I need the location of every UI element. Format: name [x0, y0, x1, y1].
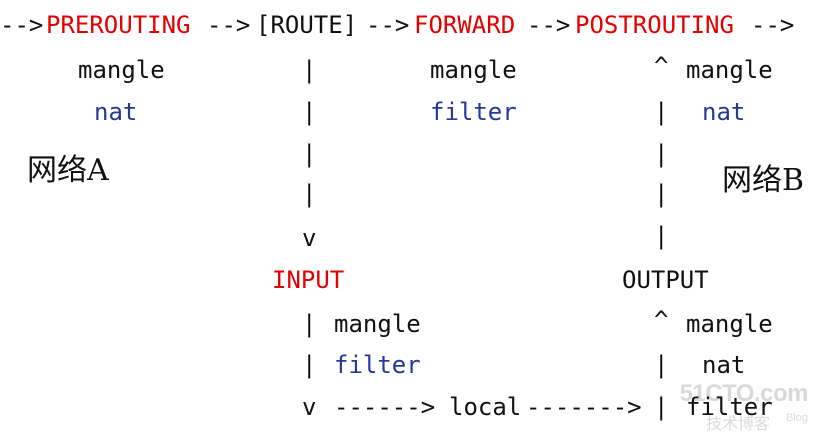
postrouting-pipe-4: | — [654, 222, 669, 250]
route-node: [ROUTE] — [256, 11, 358, 39]
watermark-51cto: 51CTO.com — [679, 380, 809, 407]
postrouting-pipe-1: | — [654, 98, 669, 126]
local-arrow-right: -------> — [526, 393, 642, 421]
watermark-sub: 技术博客 — [705, 416, 770, 433]
input-pipe-2: | — [302, 351, 317, 379]
output-table-mangle: mangle — [686, 310, 773, 338]
network-a-label: 网络A — [27, 153, 109, 188]
route-pipe-2: | — [302, 98, 317, 126]
flow-arrow-2: --> — [366, 11, 410, 39]
chain-postrouting: POSTROUTING — [575, 11, 734, 39]
local-arrow-left: ------> — [334, 393, 436, 421]
flow-arrow-4: --> — [751, 11, 795, 39]
postrouting-up-caret: ^ — [654, 52, 669, 80]
local-process: local — [449, 393, 522, 421]
postrouting-pipe-3: | — [654, 180, 669, 208]
postrouting-table-nat: nat — [702, 98, 746, 126]
flow-arrow-1: --> — [207, 11, 251, 39]
route-pipe-3: | — [302, 140, 317, 168]
watermark-blog: Blog — [785, 412, 808, 424]
output-pipe-1: | — [654, 351, 669, 379]
route-pipe-1: | — [302, 56, 317, 84]
network-b-label: 网络B — [722, 163, 805, 198]
postrouting-table-mangle: mangle — [686, 56, 773, 84]
chain-forward: FORWARD — [414, 11, 516, 39]
input-table-filter: filter — [334, 351, 421, 379]
route-down-arrow: v — [302, 224, 317, 252]
input-table-mangle: mangle — [334, 310, 421, 338]
input-down-arrow: v — [302, 393, 317, 421]
flow-arrow-prefix: --> — [0, 11, 44, 39]
postrouting-pipe-2: | — [654, 140, 669, 168]
chain-input: INPUT — [272, 266, 345, 294]
output-table-filter: filter — [686, 393, 773, 421]
output-up-caret: ^ — [654, 306, 669, 334]
forward-table-mangle: mangle — [430, 56, 517, 84]
prerouting-table-mangle: mangle — [78, 56, 165, 84]
forward-table-filter: filter — [430, 98, 517, 126]
chain-prerouting: PREROUTING — [46, 11, 191, 39]
output-table-nat: nat — [702, 351, 746, 379]
output-pipe-2: | — [654, 393, 669, 421]
prerouting-table-nat: nat — [94, 98, 138, 126]
route-pipe-4: | — [302, 180, 317, 208]
chain-output: OUTPUT — [622, 266, 709, 294]
input-pipe-1: | — [302, 310, 317, 338]
flow-arrow-3: --> — [527, 11, 571, 39]
